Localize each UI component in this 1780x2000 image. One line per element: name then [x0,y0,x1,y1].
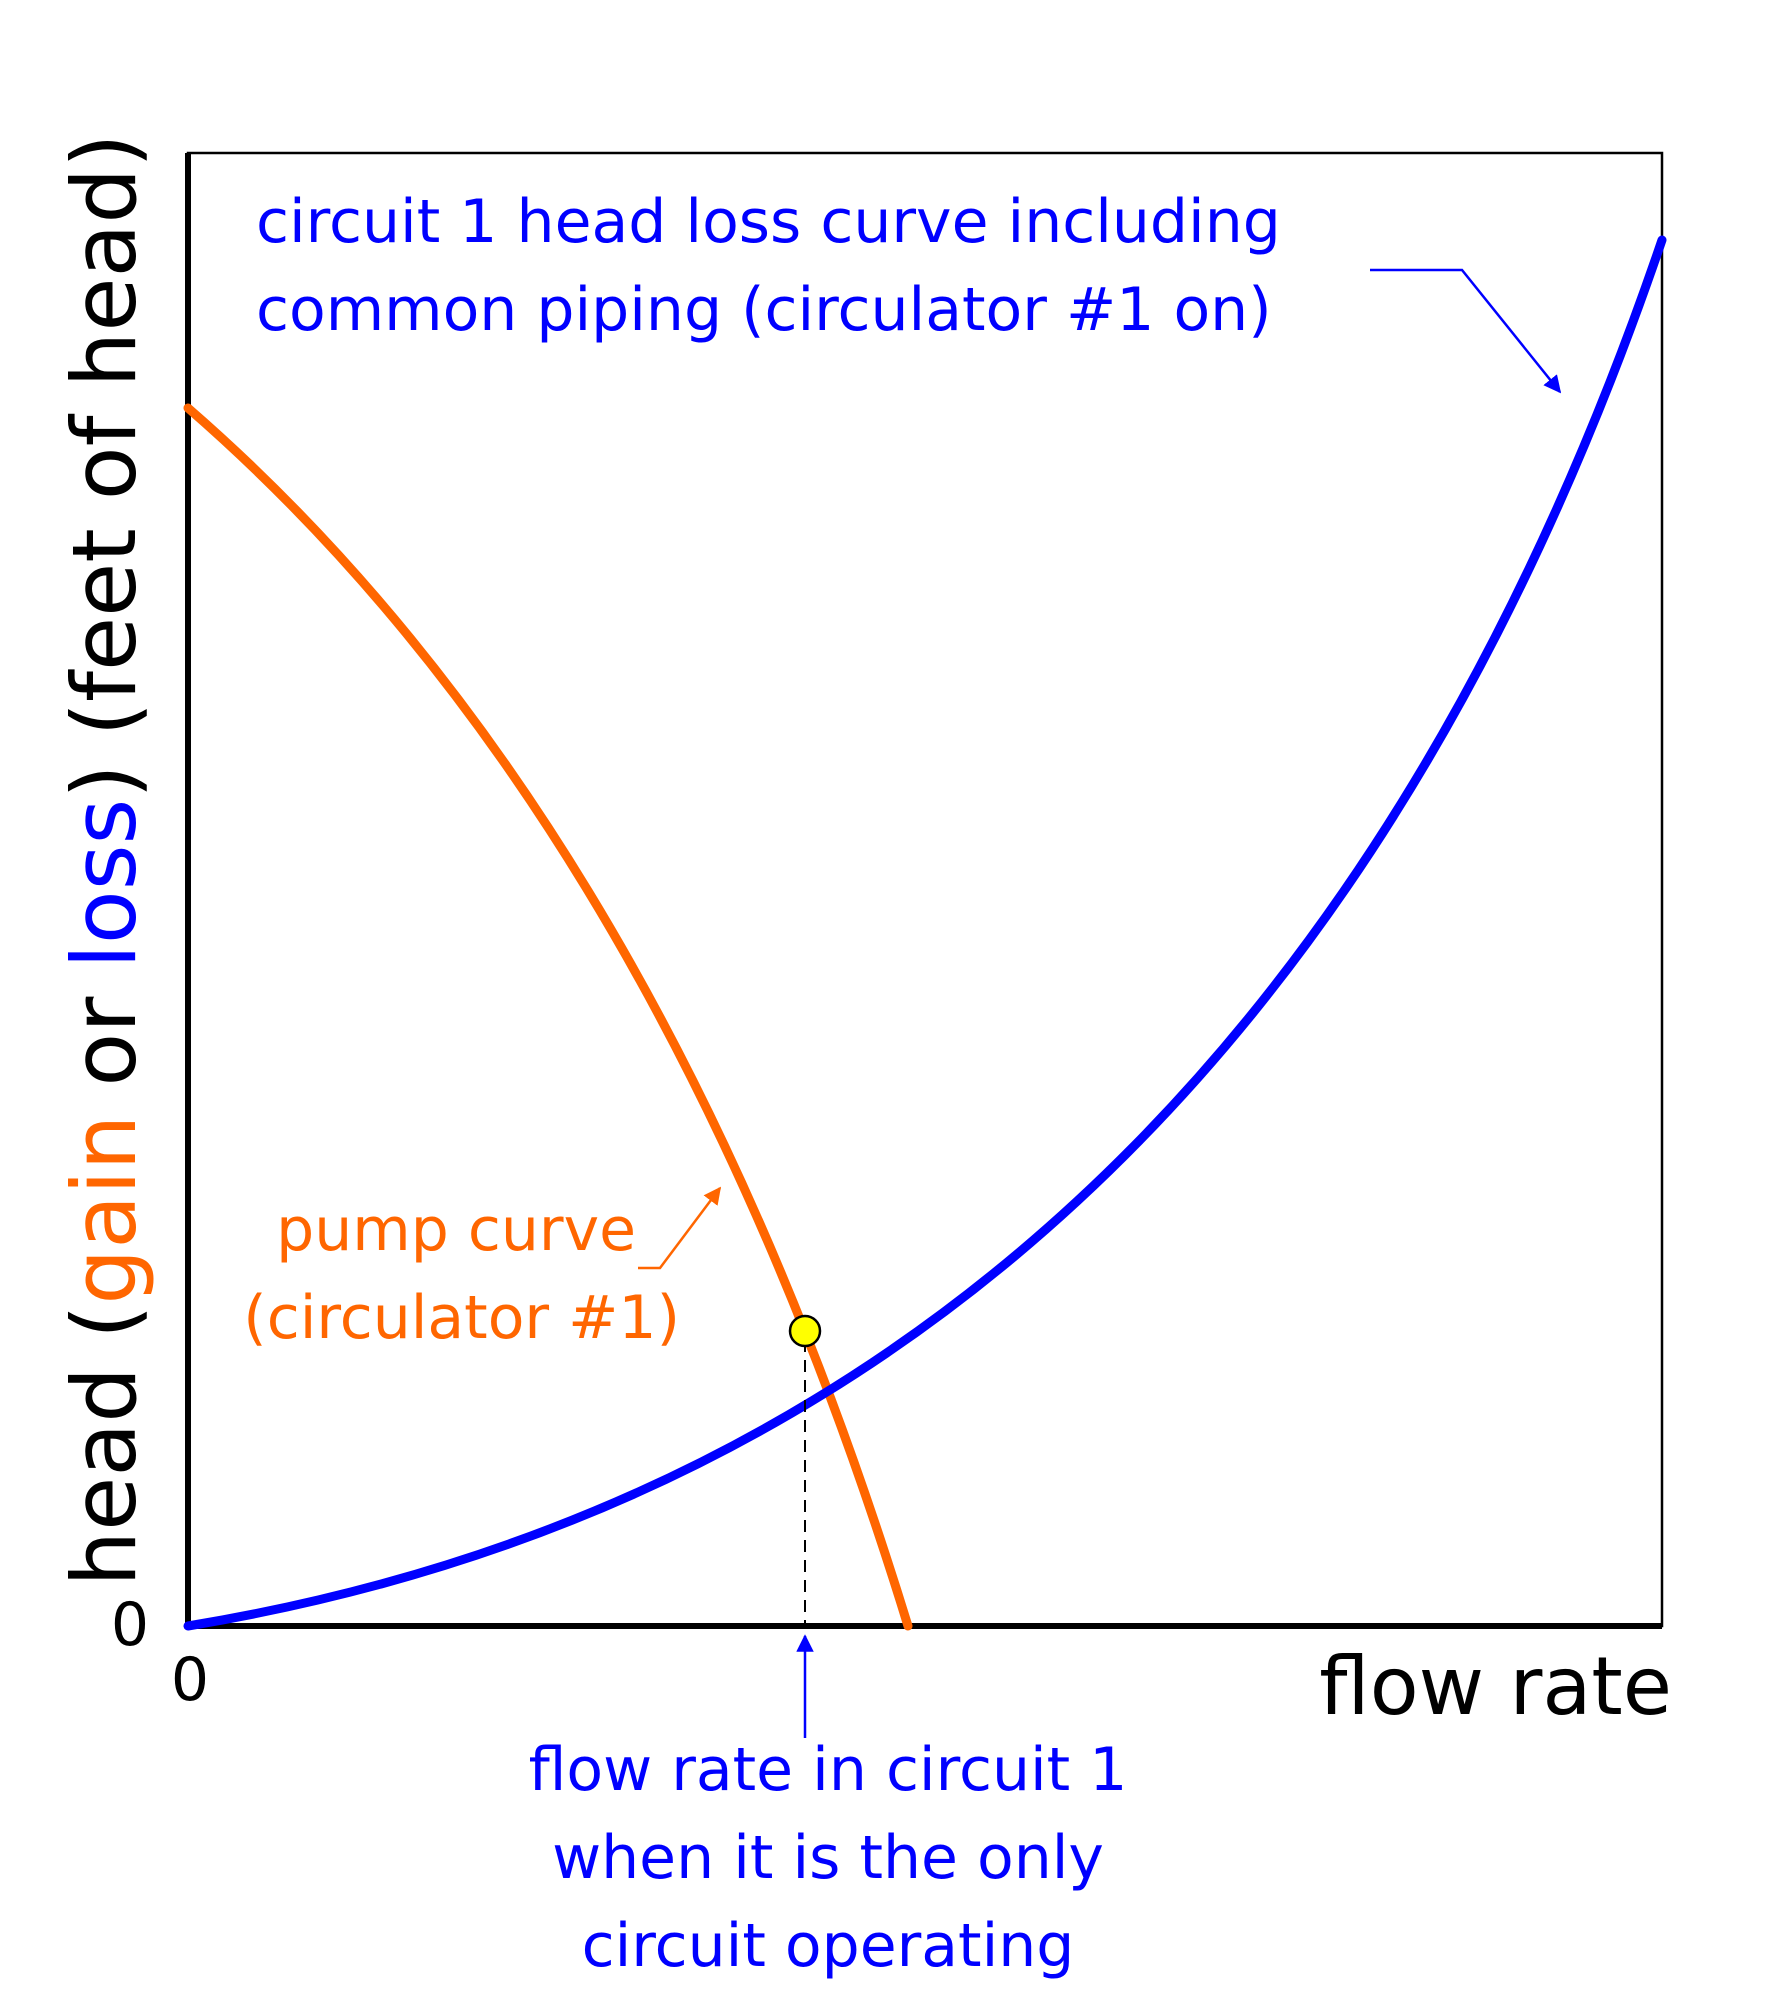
loss-curve-label-line1: circuit 1 head loss curve including [256,187,1281,257]
loss-curve-leader-arrow [1370,268,1562,394]
y-axis-label-gain: gain [53,1115,156,1305]
y-axis-label-units: ) (feet of head) [53,133,156,798]
flow-rate-note-line2: when it is the only [552,1823,1104,1893]
pump-curve [183,403,913,1631]
pump-curve-leader-arrow [638,1186,722,1270]
plot-frame [186,151,1664,1628]
pump-curve-label-line2: (circulator #1) [243,1283,680,1353]
y-axis-label: head (gain or loss) (feet of head) [53,133,156,1586]
y-axis-label-head: head ( [53,1305,156,1587]
y-origin-tick: 0 [111,1590,149,1660]
y-axis-label-or: or [53,969,156,1115]
pump-curve-label-line1: pump curve [276,1195,636,1265]
flow-rate-note-line3: circuit operating [582,1911,1075,1981]
x-axis-label: flow rate [1319,1640,1672,1733]
y-axis-label-loss: loss [53,799,156,969]
loss-curve-label-line2: common piping (circulator #1 on) [256,275,1272,345]
operating-point [788,1314,822,1348]
head-loss-curve [183,235,1667,1631]
flow-rate-note-line1: flow rate in circuit 1 [529,1735,1128,1805]
x-origin-tick: 0 [171,1645,209,1715]
